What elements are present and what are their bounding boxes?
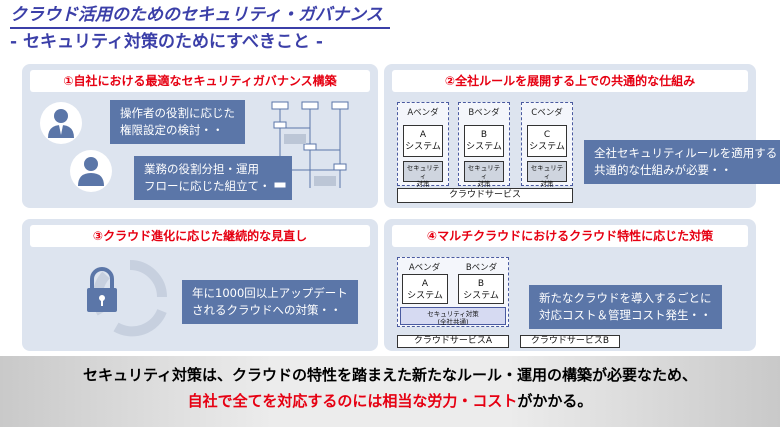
bubble-text: されるクラウドへの対策・・ [192, 303, 342, 317]
security-label: (全社共通) [437, 318, 469, 326]
quadrant-heading: ③クラウド進化に応じた継続的な見直し [30, 225, 370, 247]
vendor-box: Bベンダ B システム セキュリティ 対策 [458, 102, 510, 188]
quadrant-multicloud: ④マルチクラウドにおけるクラウド特性に応じた対策 Aベンダ Bベンダ A システ… [384, 219, 756, 351]
cloud-service-a-box: クラウドサービスA [397, 335, 509, 348]
vendor-box: Cベンダ C システム セキュリティ 対策 [521, 102, 573, 188]
person-icon [70, 150, 112, 192]
system-label: システム [466, 142, 502, 152]
summary-line-2: 自社で全てを対応するのには相当な労力・コストがかかる。 [0, 390, 780, 411]
bubble-text: 業務の役割分担・運用 [144, 162, 259, 176]
bubble-text: 新たなクラウドを導入するごとに [539, 291, 712, 305]
security-label: セキュリティ [530, 164, 564, 180]
lock-refresh-icon [87, 260, 167, 337]
security-label: 対策 [416, 180, 430, 188]
summary-highlight: 自社で全てを対応するのには相当な労力・コスト [187, 392, 518, 410]
system-label: システム [405, 142, 441, 152]
page-title: クラウド活用のためのセキュリティ・ガバナンス [10, 5, 383, 25]
system-letter: C [543, 130, 551, 140]
security-label: セキュリティ対策 [427, 310, 479, 318]
vendor-label: Bベンダ [465, 263, 498, 273]
system-box: C システム [527, 125, 567, 157]
bubble-text: 対応コスト＆管理コスト発生・・ [539, 308, 712, 322]
summary-tail: がかかる。 [517, 392, 593, 410]
system-letter: A [419, 130, 427, 140]
bubble-text: 年に1000回以上アップデート [192, 286, 348, 300]
system-label: システム [407, 291, 443, 301]
role-permission-bubble: 操作者の役割に応じた 権限設定の検討・・ [110, 100, 245, 144]
person-icon [40, 102, 82, 144]
summary-band [0, 356, 780, 427]
security-label: 対策 [540, 180, 554, 188]
security-box: セキュリティ 対策 [464, 161, 504, 188]
system-letter: B [480, 130, 488, 140]
security-label: セキュリティ [406, 164, 440, 180]
summary-line-1: セキュリティ対策は、クラウドの特性を踏まえた新たなルール・運用の構築が必要なため… [82, 366, 698, 384]
vendor-label: Bベンダ [468, 108, 500, 118]
system-letter: B [477, 279, 485, 289]
quadrant-heading: ④マルチクラウドにおけるクラウド特性に応じた対策 [392, 225, 748, 247]
cloud-service-box: クラウドサービス [397, 188, 573, 203]
quadrant-heading: ①自社における最適なセキュリティガバナンス構築 [30, 70, 370, 92]
security-label: 対策 [477, 180, 491, 188]
quadrant-common-mechanism: ②全社ルールを展開する上での共通的な仕組み Aベンダ A システム セキュリティ… [384, 64, 780, 208]
common-rule-bubble: 全社セキュリティルールを適用する 共通的な仕組みが必要・・ [584, 140, 780, 184]
title-block: クラウド活用のためのセキュリティ・ガバナンス - セキュリティ対策のためにすべき… [10, 4, 610, 55]
bubble-text: 操作者の役割に応じた [120, 106, 235, 120]
bubble-text: 全社セキュリティルールを適用する [594, 146, 778, 160]
system-label: システム [529, 142, 565, 152]
system-box: B システム [458, 274, 504, 304]
vendor-label: Aベンダ [408, 263, 441, 273]
system-box: A システム [402, 274, 448, 304]
system-box: A システム [403, 125, 443, 157]
quadrant-heading: ②全社ルールを展開する上での共通的な仕組み [392, 70, 748, 92]
vendor-label: Aベンダ [407, 108, 439, 118]
vendor-box: Aベンダ A システム セキュリティ 対策 [397, 102, 449, 188]
vendor-label: Cベンダ [531, 108, 563, 118]
page-subtitle: - セキュリティ対策のためにすべきこと - [10, 32, 323, 52]
security-box: セキュリティ 対策 [403, 161, 443, 188]
system-box: B システム [464, 125, 504, 157]
title-underline [10, 27, 390, 29]
shared-security-box: セキュリティ対策 (全社共通) [400, 307, 506, 326]
bubble-text: フローに応じた組立て・・ [144, 179, 282, 193]
quadrant-continuous-review: ③クラウド進化に応じた継続的な見直し 年に1000回以上アップデート されるクラ… [22, 219, 378, 351]
cost-bubble: 新たなクラウドを導入するごとに 対応コスト＆管理コスト発生・・ [529, 285, 722, 329]
bubble-text: 共通的な仕組みが必要・・ [594, 163, 732, 177]
security-label: セキュリティ [467, 164, 501, 180]
bubble-text: 権限設定の検討・・ [120, 123, 224, 137]
cloud-service-b-box: クラウドサービスB [520, 335, 620, 348]
system-letter: A [421, 279, 429, 289]
quadrant-governance: ①自社における最適なセキュリティガバナンス構築 操作者の役割に応じた 権限設定の… [22, 64, 378, 208]
workflow-bubble: 業務の役割分担・運用 フローに応じた組立て・・ [134, 156, 292, 200]
update-bubble: 年に1000回以上アップデート されるクラウドへの対策・・ [182, 280, 358, 324]
flowchart-graphic [271, 101, 349, 189]
security-box: セキュリティ 対策 [527, 161, 567, 188]
system-label: システム [463, 291, 499, 301]
